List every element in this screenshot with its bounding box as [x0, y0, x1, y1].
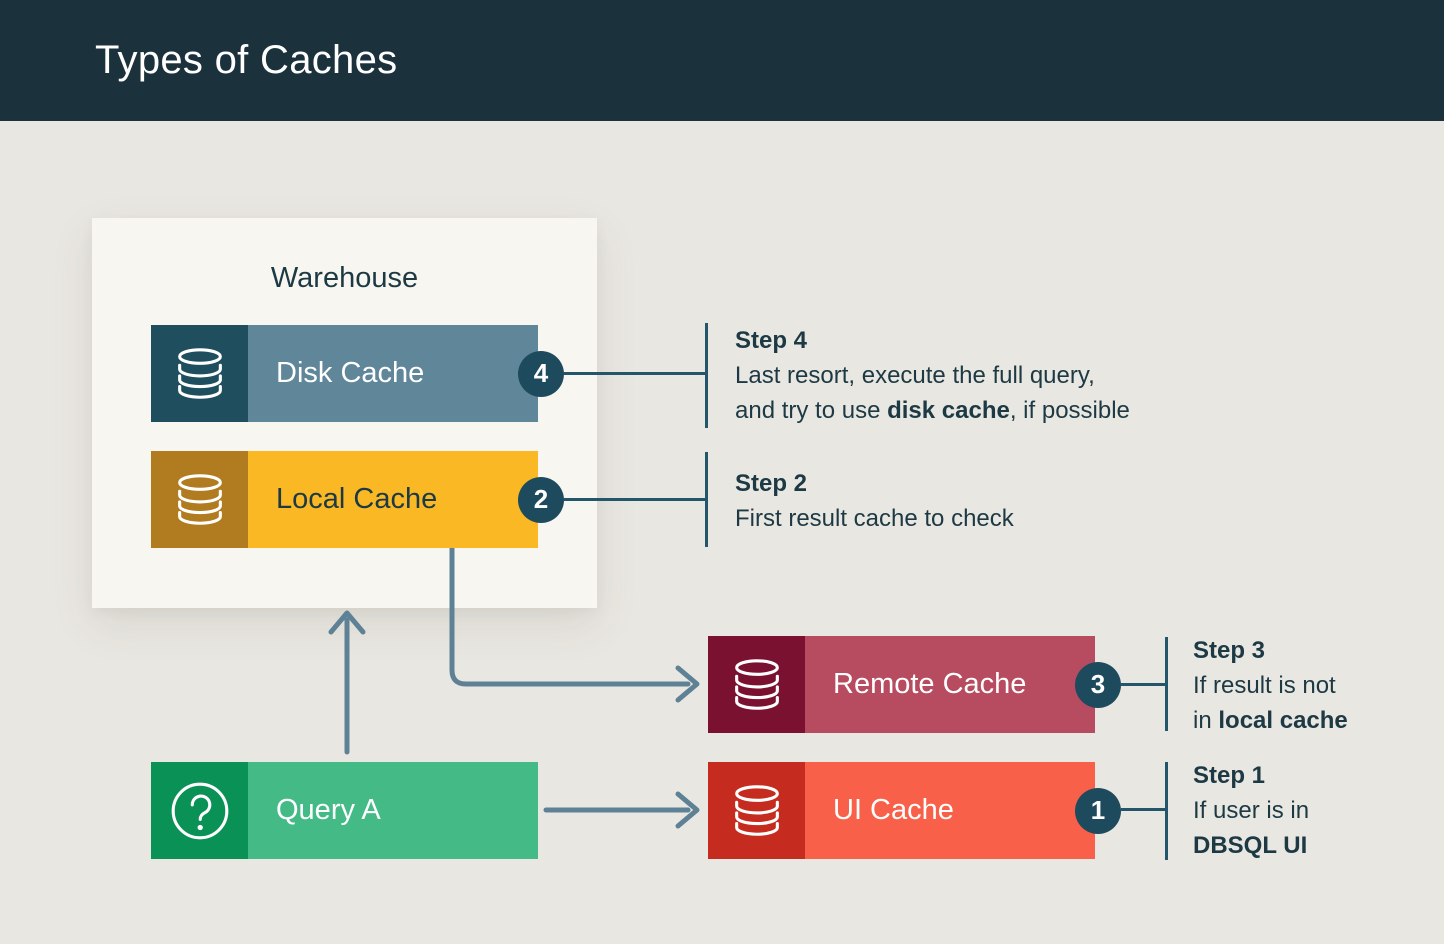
step3-title: Step 3: [1193, 637, 1266, 664]
ui-cache-label: UI Cache: [833, 794, 954, 826]
question-icon: [151, 762, 248, 859]
step1-line1: If user is in: [1193, 797, 1310, 824]
remote-cache-label: Remote Cache: [833, 668, 1027, 700]
local-cache-node: Local Cache 2: [151, 451, 564, 548]
arrowhead-right-icon: [675, 665, 700, 703]
step3-text: Step 3 If result is not in local cache: [1193, 633, 1443, 738]
separator-step4: [705, 323, 708, 428]
separator-step1: [1165, 762, 1168, 860]
separator-step3: [1165, 637, 1168, 731]
step3-line2: in local cache: [1193, 707, 1348, 734]
step-badge-1: 1: [1075, 787, 1121, 834]
database-icon: [151, 451, 248, 548]
connector-step2: [564, 498, 706, 501]
step-badge-4: 4: [518, 350, 564, 397]
step-badge-3: 3: [1075, 661, 1121, 708]
query-a-label: Query A: [276, 794, 381, 826]
disk-cache-node: Disk Cache 4: [151, 325, 564, 422]
separator-step2: [705, 452, 708, 547]
connector-step4: [564, 372, 706, 375]
arrowhead-up-icon: [328, 610, 366, 635]
step2-title: Step 2: [735, 470, 808, 497]
header-bar: Types of Caches: [0, 0, 1444, 121]
warehouse-title: Warehouse: [270, 262, 419, 294]
database-icon: [708, 762, 805, 859]
step4-line2: and try to use disk cache, if possible: [735, 397, 1130, 424]
step1-line2: DBSQL UI: [1193, 832, 1308, 859]
step4-line1: Last resort, execute the full query,: [735, 362, 1095, 389]
query-a-node: Query A: [151, 762, 538, 859]
database-icon: [708, 636, 805, 733]
disk-cache-label: Disk Cache: [276, 357, 425, 389]
step2-line1: First result cache to check: [735, 505, 1014, 532]
step-badge-2: 2: [518, 476, 564, 523]
arrowhead-right-icon: [675, 791, 700, 829]
connector-step1: [1121, 808, 1166, 811]
remote-cache-node: Remote Cache 3: [708, 636, 1121, 733]
step1-text: Step 1 If user is in DBSQL UI: [1193, 758, 1443, 863]
step2-text: Step 2 First result cache to check: [735, 466, 1215, 536]
ui-cache-node: UI Cache 1: [708, 762, 1121, 859]
connector-step3: [1121, 683, 1166, 686]
step1-title: Step 1: [1193, 762, 1266, 789]
step4-title: Step 4: [735, 327, 808, 354]
page-title: Types of Caches: [95, 38, 398, 82]
database-icon: [151, 325, 248, 422]
local-cache-label: Local Cache: [276, 483, 438, 515]
step4-text: Step 4 Last resort, execute the full que…: [735, 323, 1215, 428]
step3-line1: If result is not: [1193, 672, 1336, 699]
